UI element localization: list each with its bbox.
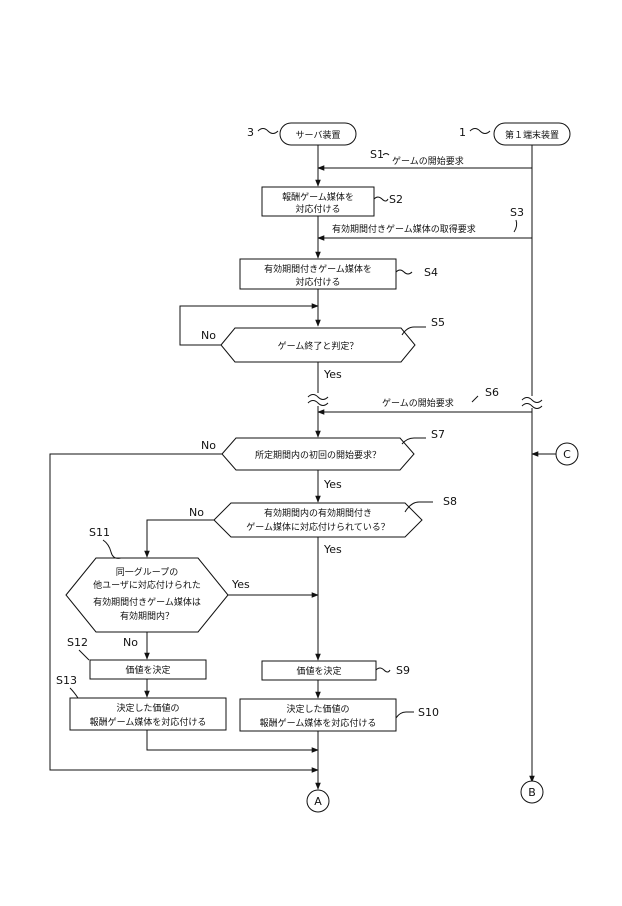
s4-text-line2: 対応付ける bbox=[295, 276, 340, 288]
s2-leader bbox=[374, 197, 388, 201]
s11-text-line2: 他ユーザに対応付けられた bbox=[93, 579, 201, 591]
terminal-device: 第１端末装置 bbox=[494, 123, 570, 145]
s6-message-text: ゲームの開始要求 bbox=[382, 397, 454, 409]
s2-text-line2: 対応付ける bbox=[295, 203, 340, 215]
s5-text: ゲーム終了と判定？ bbox=[278, 340, 359, 352]
server-ref: 3 bbox=[247, 126, 254, 139]
s5-yes-label: Yes bbox=[323, 368, 342, 381]
s1-leader bbox=[383, 154, 389, 156]
terminal-label: 第１端末装置 bbox=[505, 129, 559, 141]
s1-step-label: S1 bbox=[370, 148, 384, 161]
s4-text-line1: 有効期間付きゲーム媒体を bbox=[264, 263, 372, 275]
s3-step-label: S3 bbox=[510, 206, 524, 219]
s8-text-line2: ゲーム媒体に対応付けられている？ bbox=[246, 521, 389, 533]
s8-no-label: No bbox=[189, 506, 204, 519]
s7-leader bbox=[402, 438, 426, 444]
s11-text-line3: 有効期間付きゲーム媒体は bbox=[93, 596, 201, 608]
s11-yes-label: Yes bbox=[231, 578, 250, 591]
s11-leader bbox=[103, 540, 121, 558]
s3-message-text: 有効期間付きゲーム媒体の取得要求 bbox=[332, 223, 476, 235]
s5-step-label: S5 bbox=[431, 316, 445, 329]
s9-text: 価値を決定 bbox=[296, 665, 341, 677]
connector-b-label: B bbox=[528, 786, 536, 799]
s9-step-label: S9 bbox=[396, 664, 410, 677]
s11-text-line1: 同一グループの bbox=[116, 566, 178, 578]
s6-leader bbox=[472, 396, 478, 402]
terminal-break-mark bbox=[522, 398, 542, 409]
s7-no-label: No bbox=[201, 439, 216, 452]
server-terminal: サーバ装置 bbox=[280, 123, 356, 145]
connector-c-label: C bbox=[563, 448, 571, 461]
s13-text-line1: 決定した価値の bbox=[116, 702, 179, 714]
s11-no-label: No bbox=[123, 636, 138, 649]
s13-merge-path bbox=[147, 730, 318, 750]
s10-step-label: S10 bbox=[418, 706, 439, 719]
server-break-mark bbox=[308, 395, 328, 406]
s4-leader bbox=[396, 270, 412, 274]
s6-step-label: S6 bbox=[485, 386, 499, 399]
s9-leader bbox=[376, 668, 390, 672]
s7-yes-label: Yes bbox=[323, 478, 342, 491]
s2-text-line1: 報酬ゲーム媒体を bbox=[282, 191, 354, 203]
s10-leader bbox=[396, 712, 414, 718]
s5-no-label: No bbox=[201, 329, 216, 342]
s13-step-label: S13 bbox=[56, 674, 77, 687]
terminal-ref: 1 bbox=[459, 126, 466, 139]
s1-message-text: ゲームの開始要求 bbox=[392, 155, 464, 167]
s8-text-line1: 有効期間内の有効期間付き bbox=[264, 507, 372, 519]
s12-text: 価値を決定 bbox=[125, 664, 170, 676]
s10-text-line2: 報酬ゲーム媒体を対応付ける bbox=[260, 717, 377, 729]
s11-text-line4: 有効期間内？ bbox=[120, 610, 174, 622]
s12-leader bbox=[79, 650, 89, 660]
s7-text: 所定期間内の初回の開始要求？ bbox=[255, 449, 381, 461]
s3-leader bbox=[514, 220, 517, 232]
server-label: サーバ装置 bbox=[296, 129, 341, 141]
s8-step-label: S8 bbox=[443, 495, 457, 508]
s12-step-label: S12 bbox=[67, 636, 88, 649]
s8-no-path bbox=[147, 520, 214, 557]
s8-yes-label: Yes bbox=[323, 543, 342, 556]
s2-step-label: S2 bbox=[389, 193, 403, 206]
terminal-ref-leader bbox=[470, 129, 490, 134]
s4-step-label: S4 bbox=[424, 266, 438, 279]
s13-leader bbox=[70, 688, 78, 698]
server-ref-leader bbox=[258, 129, 278, 134]
s10-text-line1: 決定した価値の bbox=[286, 703, 349, 715]
s7-step-label: S7 bbox=[431, 428, 445, 441]
s11-step-label: S11 bbox=[89, 526, 110, 539]
connector-a-label: A bbox=[314, 795, 322, 808]
s13-text-line2: 報酬ゲーム媒体を対応付ける bbox=[90, 716, 207, 728]
